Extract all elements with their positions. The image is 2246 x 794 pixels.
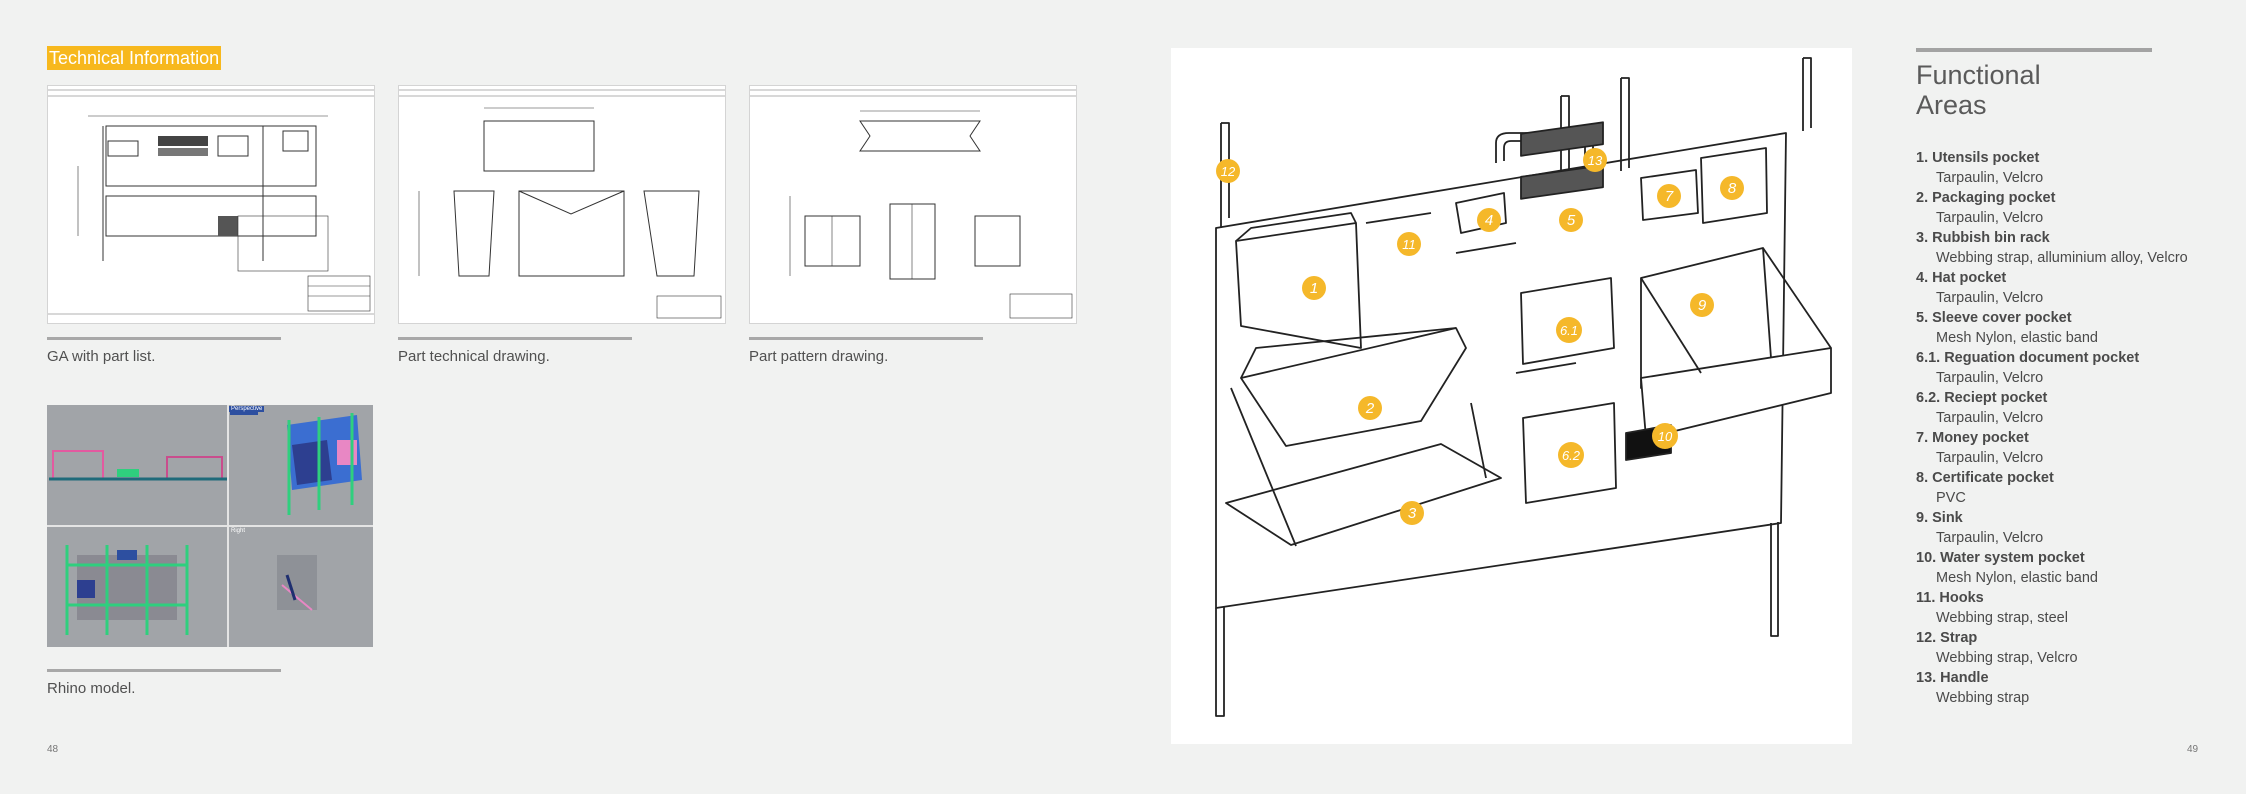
badge-1: 1 <box>1302 276 1326 300</box>
badge-11: 11 <box>1397 232 1421 256</box>
svg-text:6.2: 6.2 <box>1562 448 1581 463</box>
caption-technical: Part technical drawing. <box>398 348 550 365</box>
svg-text:8: 8 <box>1728 180 1737 197</box>
svg-text:7: 7 <box>1665 188 1674 205</box>
badge-6-1: 6.1 <box>1556 317 1582 343</box>
rhino-model-thumbnail: Perspective Right <box>47 405 373 647</box>
svg-text:6.1: 6.1 <box>1560 323 1578 338</box>
svg-text:3: 3 <box>1408 505 1417 522</box>
svg-text:1: 1 <box>1310 280 1318 297</box>
caption-ga: GA with part list. <box>47 348 156 365</box>
badge-10: 10 <box>1652 423 1678 449</box>
caption-rule-technical <box>398 337 632 340</box>
badge-7: 7 <box>1657 184 1681 208</box>
section-tag: Technical Information <box>47 46 222 70</box>
badge-13: 13 <box>1583 148 1607 172</box>
svg-text:4: 4 <box>1485 212 1493 229</box>
badge-6-2: 6.2 <box>1558 442 1584 468</box>
svg-text:5: 5 <box>1567 212 1576 229</box>
rhino-perspective-label: Perspective <box>229 406 265 412</box>
page-title: Functional Areas <box>1916 60 2156 120</box>
badge-9: 9 <box>1690 293 1714 317</box>
svg-text:10: 10 <box>1658 429 1673 444</box>
technical-drawing-thumbnail <box>398 85 726 324</box>
caption-rule-rhino <box>47 669 281 672</box>
page-number-right: 49 <box>2187 744 2199 755</box>
caption-rule-pattern <box>749 337 983 340</box>
svg-text:2: 2 <box>1365 400 1375 417</box>
title-line-1: Functional <box>1916 60 2041 90</box>
title-rule <box>1916 48 2152 52</box>
badge-3: 3 <box>1400 501 1424 525</box>
ga-drawing-thumbnail <box>47 85 375 324</box>
svg-text:12: 12 <box>1221 164 1236 179</box>
caption-rule-ga <box>47 337 281 340</box>
caption-pattern: Part pattern drawing. <box>749 348 889 365</box>
svg-text:11: 11 <box>1402 237 1416 252</box>
svg-text:13: 13 <box>1588 153 1603 168</box>
caption-rhino: Rhino model. <box>47 680 136 697</box>
svg-text:9: 9 <box>1698 297 1707 314</box>
rhino-right-label: Right <box>231 528 246 534</box>
badge-2: 2 <box>1358 396 1382 420</box>
pattern-drawing-thumbnail <box>749 85 1077 324</box>
functional-areas-illustration: 1 2 3 4 5 6.1 6.2 7 8 9 10 11 12 13 <box>1171 48 1852 744</box>
page-number-left: 48 <box>47 744 59 755</box>
badge-4: 4 <box>1477 208 1501 232</box>
badge-12: 12 <box>1216 159 1240 183</box>
badge-8: 8 <box>1720 176 1744 200</box>
badge-5: 5 <box>1559 208 1583 232</box>
title-line-2: Areas <box>1916 90 1987 120</box>
